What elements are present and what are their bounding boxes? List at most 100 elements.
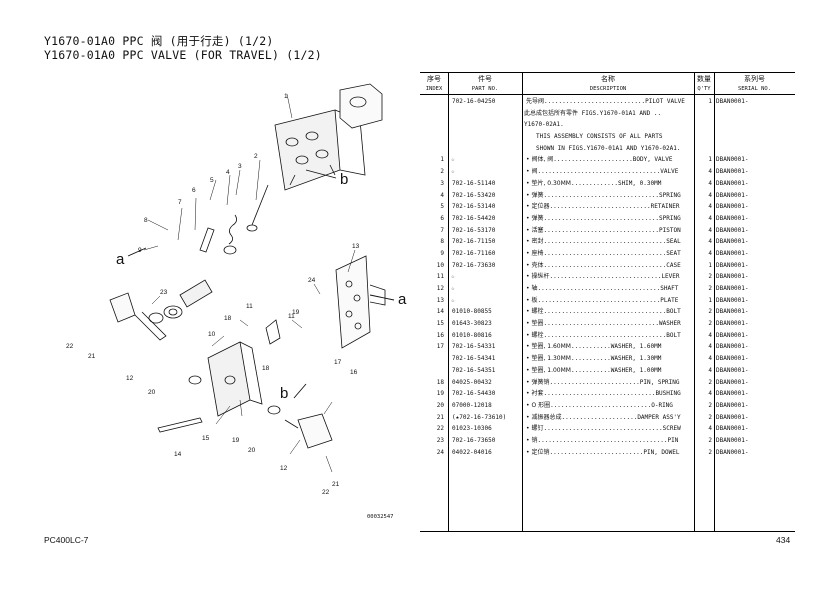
- title-chinese: Y1670-01A0 PPC 阀 (用于行走) (1/2): [44, 34, 274, 48]
- row-part-number: 702-16-54341: [452, 355, 496, 363]
- column-divider: [448, 73, 449, 531]
- row-description-en: RETAINER: [650, 203, 680, 211]
- star-icon: ☆: [451, 156, 455, 164]
- part-label-22a: 22: [66, 343, 74, 350]
- row-part-number: 07000-12018: [452, 401, 492, 409]
- row-description: • 阀..................................VAL…: [526, 166, 696, 178]
- dot-leader: ..........................: [549, 448, 644, 456]
- row-qty: 4: [708, 366, 712, 374]
- row-index: 4: [440, 191, 444, 199]
- row-description-cn: 先导阀: [526, 98, 545, 105]
- row-description-cn: • 销: [526, 436, 538, 444]
- row-serial: DBAN0001-: [716, 203, 749, 211]
- row-index: 1: [440, 156, 444, 164]
- row-qty: 2: [708, 378, 712, 386]
- part-label-18b: 18: [262, 365, 270, 372]
- row-serial: DBAN0001-: [716, 273, 749, 281]
- row-description-en: SCREW: [662, 425, 681, 433]
- dot-leader: ..................................: [543, 238, 667, 246]
- row-qty: 4: [708, 191, 712, 199]
- row-description: • 定位销..........................PIN, DOWE…: [526, 447, 696, 459]
- row-serial: DBAN0001-: [716, 331, 749, 339]
- dot-leader: ..................................: [537, 296, 661, 304]
- dot-leader: ...........: [570, 366, 611, 374]
- arrow-b-upper: [305, 169, 337, 179]
- part-label-21b: 21: [332, 481, 340, 488]
- row-description-cn: • 弹簧: [526, 214, 544, 222]
- row-description-cn: • 板: [526, 296, 538, 304]
- row-qty: 4: [708, 390, 712, 398]
- row-description-en: BUSHING: [655, 390, 681, 398]
- row-serial: DBAN0001-: [716, 226, 749, 234]
- row-description: • O 形圈............................O-RING: [526, 400, 696, 412]
- row-serial: DBAN0001-: [716, 238, 749, 246]
- row-serial: DBAN0001-: [716, 343, 749, 351]
- dot-leader: .........................: [549, 378, 640, 386]
- row-index: 14: [436, 308, 444, 316]
- row-description-en: SEAL: [666, 238, 681, 246]
- row-qty: 1: [708, 296, 712, 304]
- dot-leader: .............: [570, 179, 618, 187]
- callout-b-lower: b: [280, 385, 288, 402]
- table-row: 12☆• 轴..................................…: [420, 283, 795, 295]
- row-qty: 4: [708, 203, 712, 211]
- row-index: 21: [436, 413, 444, 421]
- row-serial: DBAN0001-: [716, 261, 749, 269]
- header-part-no: 件号 PART NO.: [471, 75, 499, 92]
- exploded-view-svg: b a a b 1 2 3 4 5 6 7 8 9 10 11 11 12 12…: [66, 83, 407, 496]
- row-qty: 2: [708, 401, 712, 409]
- table-row: 1☆• 阀体, 阀......................BODY, VAL…: [420, 154, 795, 166]
- plate: [335, 255, 386, 349]
- row-description: • 螺钉.................................SCR…: [526, 423, 696, 435]
- row-index: 18: [436, 378, 444, 386]
- row-description-cn: • 垫片, 0.30MM: [526, 179, 571, 187]
- dot-leader: ...............................: [549, 273, 662, 281]
- row-serial: DBAN0001-: [716, 168, 749, 176]
- row-serial: DBAN0001-: [716, 308, 749, 316]
- row-description-en: LEVER: [661, 273, 680, 281]
- row-description-en: VALVE: [660, 168, 679, 176]
- table-row: 702-16-54341• 垫圈, 1.30MM...........WASHE…: [420, 353, 795, 365]
- row-description: • 垫圈, 1.00MM...........WASHER, 1.00MM: [526, 365, 696, 377]
- row-qty: 2: [708, 320, 712, 328]
- row-qty: 2: [708, 285, 712, 292]
- row-description-en: DAMPER ASS'Y: [637, 413, 681, 421]
- dot-leader: ....................................: [537, 436, 668, 444]
- row-description-cn: • 螺栓: [526, 331, 544, 339]
- part-label-11a: 11: [246, 303, 253, 310]
- dot-leader: ................................: [543, 191, 660, 199]
- row-description-cn: • 垫圈, 1.00MM: [526, 366, 571, 374]
- row-description-cn: • 密封: [526, 238, 544, 246]
- row-description-cn: • 弹簧: [526, 191, 544, 199]
- row-index: 12: [436, 285, 444, 292]
- row-qty: 2: [708, 308, 712, 316]
- row-serial: DBAN0001-: [716, 249, 749, 257]
- row-part-number: 702-16-54430: [452, 390, 496, 398]
- row-index: 17: [436, 343, 444, 351]
- row-qty: 2: [708, 448, 712, 456]
- row-serial: DBAN0001-: [716, 366, 749, 374]
- row-index: 11: [436, 273, 444, 281]
- part-label-20b: 20: [248, 447, 256, 454]
- row-description: • 活塞................................PIST…: [526, 225, 696, 237]
- assembly-note: Y1670-02A1.: [524, 121, 564, 129]
- row-description: • 螺栓..................................BO…: [526, 306, 696, 318]
- row-description-en: PIN, DOWEL: [643, 448, 680, 456]
- row-description: • 轴..................................SHA…: [526, 283, 696, 295]
- column-divider: [694, 73, 695, 531]
- row-description-en: SHAFT: [660, 285, 679, 292]
- row-part-number: 702-16-71160: [452, 249, 496, 257]
- row-description: • 螺栓..................................BO…: [526, 330, 696, 342]
- row-serial: DBAN0001-: [716, 390, 749, 398]
- callout-b-upper: b: [340, 171, 348, 188]
- dot-leader: ................................: [543, 226, 660, 234]
- row-description-cn: • 定位器: [526, 203, 550, 211]
- row-description: • 减振器总成.....................DAMPER ASS'Y: [526, 412, 696, 424]
